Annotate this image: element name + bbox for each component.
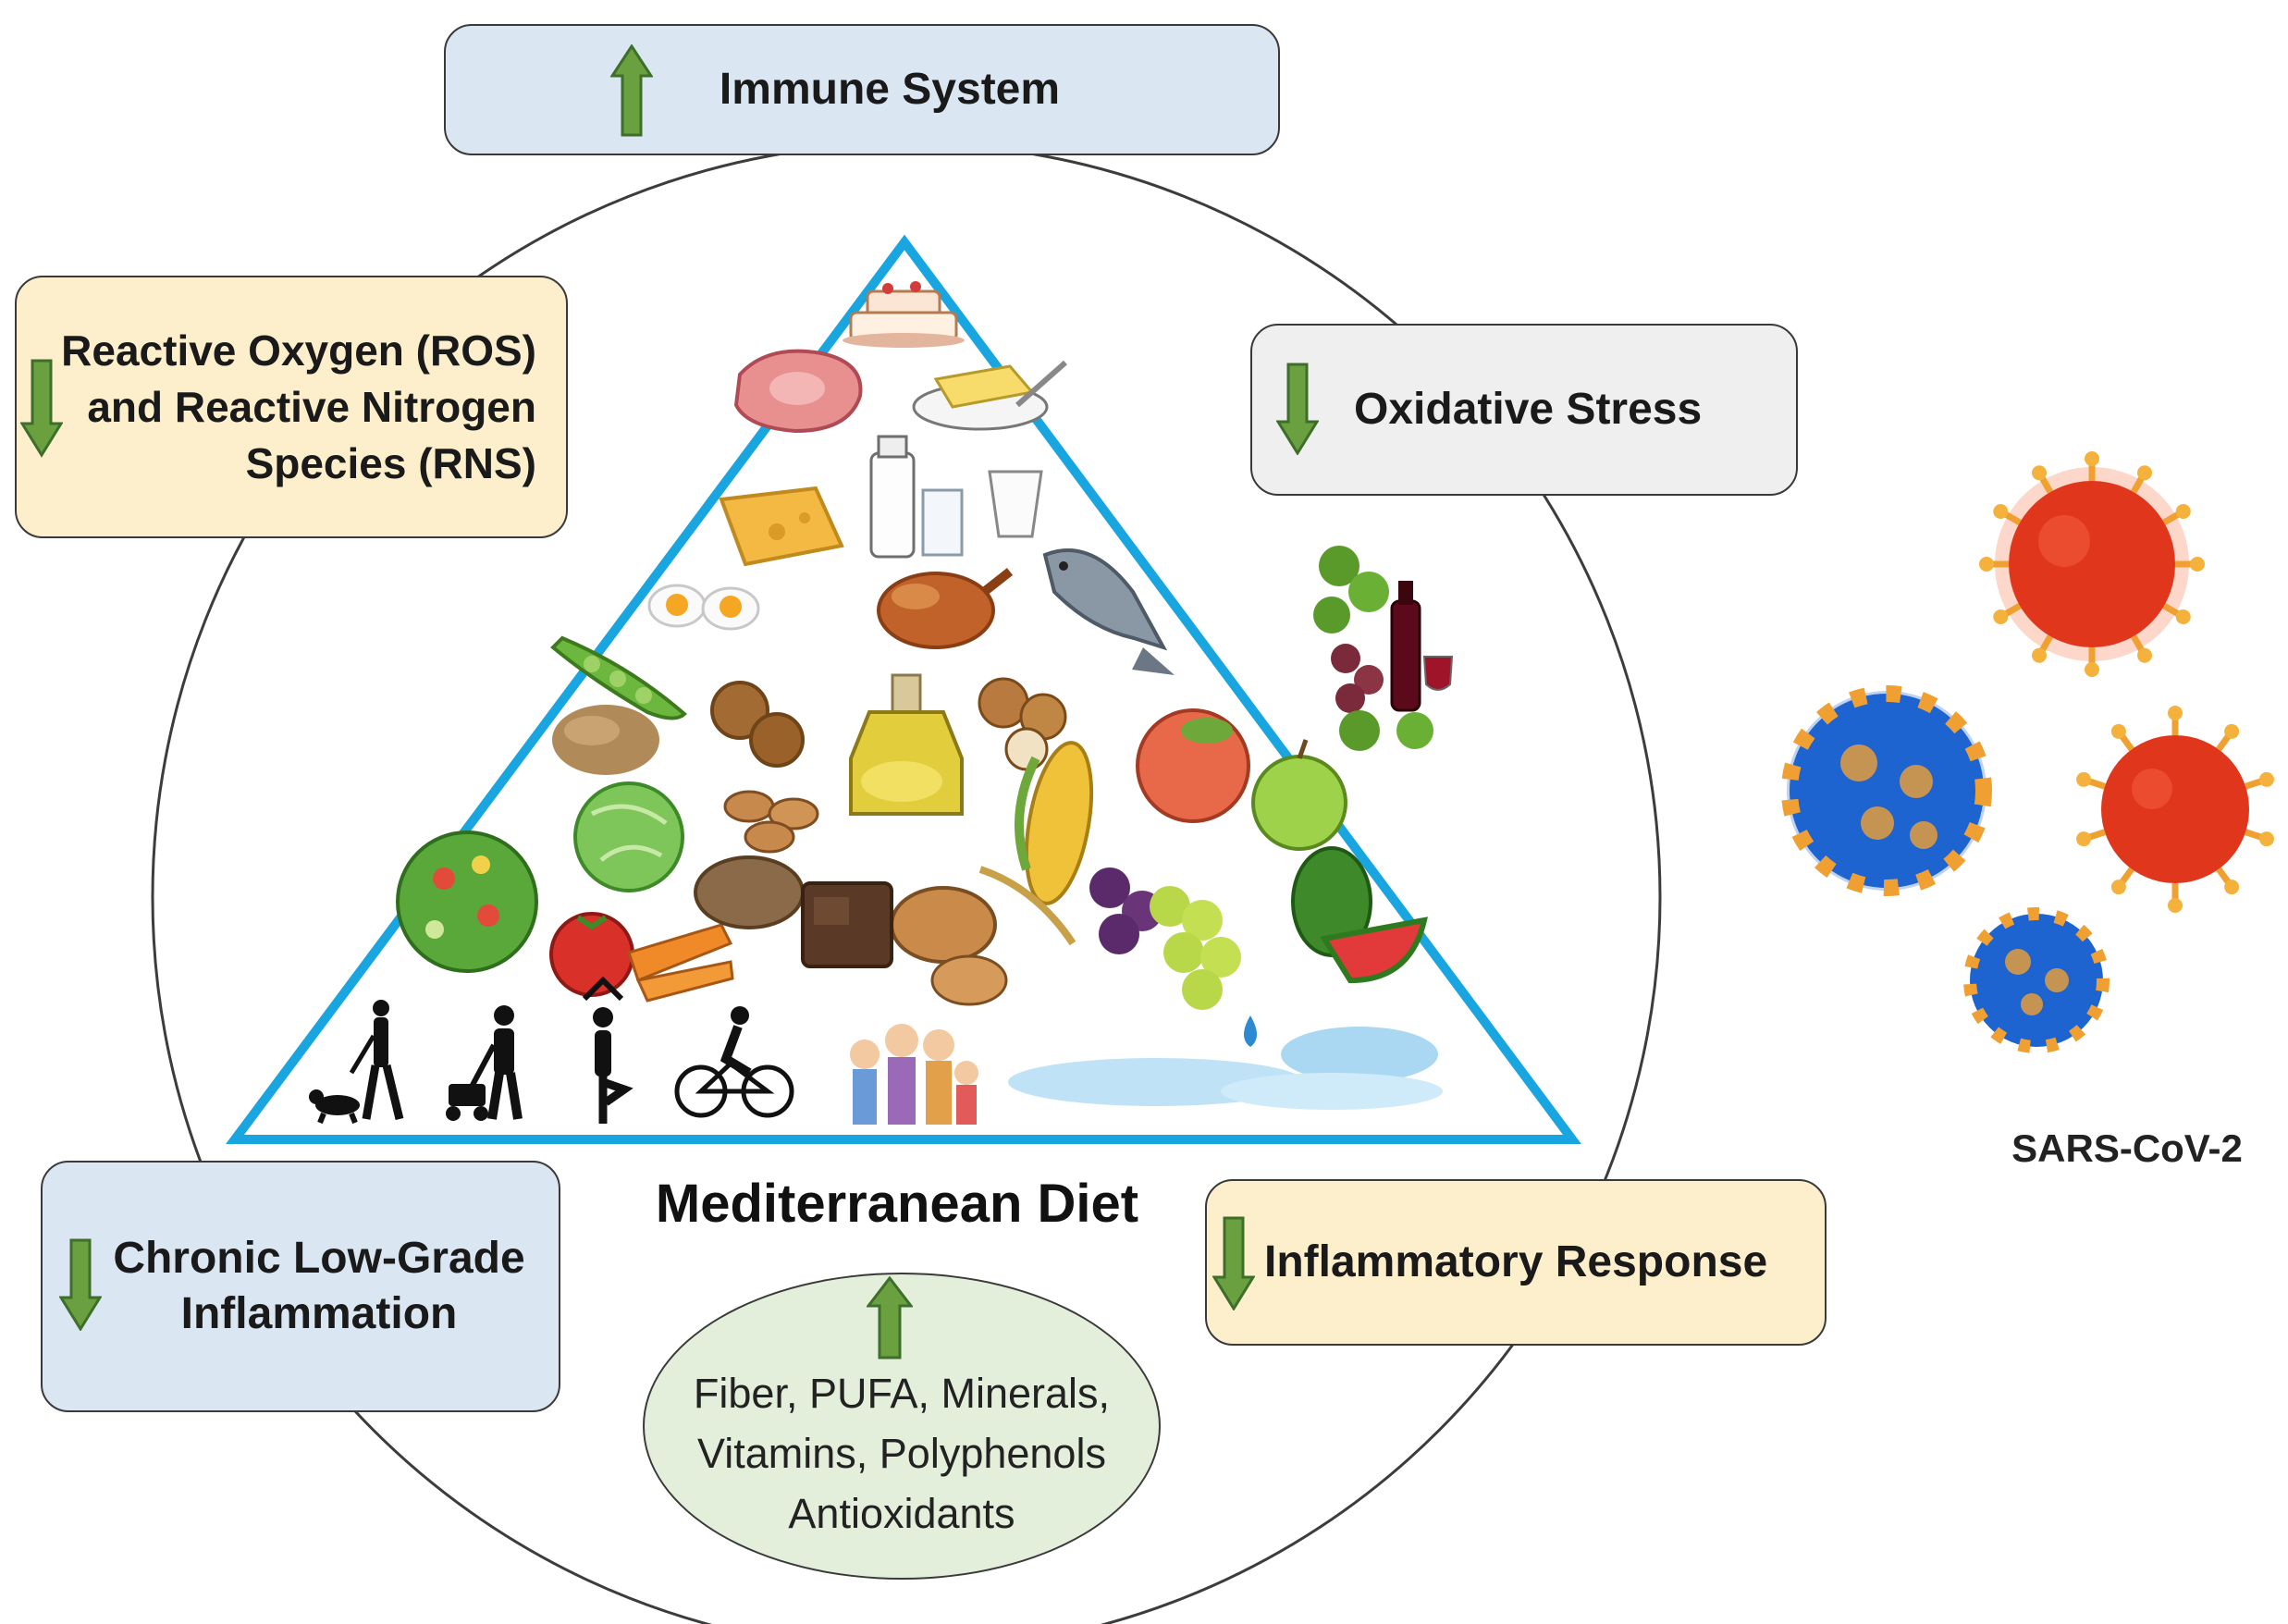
butter-icon [912, 360, 1067, 431]
oxidative-stress-box: Oxidative Stress [1250, 324, 1798, 496]
oxidative-stress-label: Oxidative Stress [1354, 385, 1703, 434]
family-icon [850, 1024, 978, 1125]
water-icon [1008, 1015, 1443, 1110]
nutrients-oval: Fiber, PUFA, Minerals, Vitamins, Polyphe… [643, 1273, 1161, 1580]
milk-icon [869, 435, 1043, 559]
apple-icon [1251, 739, 1347, 851]
immune-system-box: Immune System [444, 24, 1280, 155]
carrot-icon [627, 923, 734, 1003]
watermelon-icon [1291, 846, 1428, 984]
egg-icon [647, 584, 760, 631]
cake-icon [843, 281, 965, 348]
walking-dog-icon [309, 1000, 404, 1125]
virus-icon [2074, 706, 2276, 913]
bread-icon [694, 855, 1076, 1006]
down-arrow-icon [1212, 1216, 1255, 1310]
ros-rns-label: Reactive Oxygen (ROS) and Reactive Nitro… [61, 326, 536, 487]
cheese-icon [719, 486, 844, 567]
yoga-icon [582, 976, 634, 1124]
down-arrow-icon [1276, 363, 1319, 455]
walnut-icon [710, 681, 805, 768]
tomato-icon [549, 912, 634, 997]
mowing-icon [446, 1005, 523, 1121]
up-arrow-icon [867, 1276, 913, 1359]
virus-label: SARS-CoV-2 [2011, 1126, 2243, 1170]
almond-icon [723, 790, 819, 854]
immune-system-label: Immune System [719, 65, 1061, 114]
cabbage-icon [573, 781, 684, 892]
grain-icon [552, 705, 659, 775]
salad-icon [396, 830, 538, 973]
down-arrow-icon [59, 1238, 102, 1331]
nutrients-label: Fiber, PUFA, Minerals, Vitamins, Polyphe… [693, 1369, 1111, 1537]
up-arrow-icon [610, 44, 653, 137]
diagram-title: Mediterranean Diet [655, 1174, 1139, 1234]
cyclist-icon [674, 1006, 794, 1118]
grapes-icon [1089, 867, 1241, 1010]
chicken-icon [877, 568, 1014, 649]
chronic-inflammation-box: Chronic Low-Grade Inflammation [41, 1161, 560, 1412]
inflammatory-response-box: Inflammatory Response [1205, 1179, 1827, 1346]
virus-icon [1781, 685, 1992, 896]
wine-grapes-icon [1313, 546, 1454, 751]
meat-icon [733, 349, 863, 434]
virus-icon [1963, 907, 2110, 1053]
fish-icon [1042, 548, 1175, 675]
pea-pod-icon [550, 635, 687, 720]
corn-icon [1015, 741, 1094, 905]
olive-oil-icon [849, 673, 964, 816]
chronic-inflammation-label: Chronic Low-Grade Inflammation [113, 1234, 525, 1338]
down-arrow-icon [20, 359, 63, 458]
virus-icon [1979, 451, 2205, 677]
peach-icon [1136, 708, 1250, 823]
food-pyramid-icon [226, 234, 1581, 1144]
chocolate-icon [801, 881, 893, 968]
ros-rns-box: Reactive Oxygen (ROS) and Reactive Nitro… [15, 276, 568, 538]
inflammatory-response-label: Inflammatory Response [1264, 1237, 1768, 1286]
